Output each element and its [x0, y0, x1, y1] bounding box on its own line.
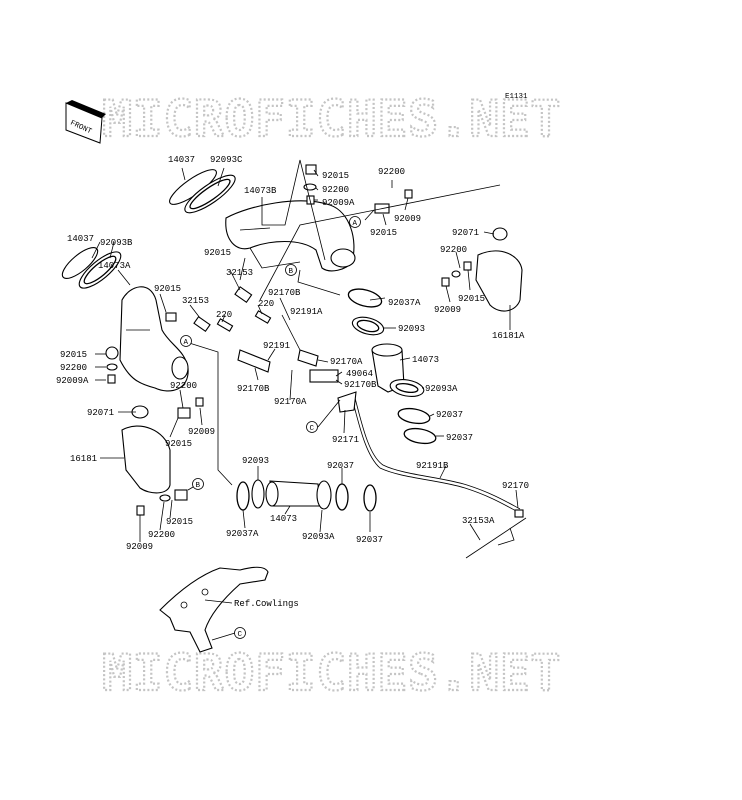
svg-text:A: A	[353, 220, 358, 228]
part-label: 14073B	[244, 186, 277, 196]
part-label: 92200	[170, 381, 197, 391]
svg-text:C: C	[310, 425, 315, 433]
part-label: 92009	[394, 214, 421, 224]
callout-A-top: A	[349, 216, 361, 228]
part-label: 92171	[332, 435, 359, 445]
part-label: 92015	[60, 350, 87, 360]
part-label: 92015	[165, 439, 192, 449]
right-clamp-stack	[347, 288, 437, 445]
svg-text:B: B	[289, 268, 294, 276]
part-label: 92037A	[226, 529, 259, 539]
part-label: 16181A	[492, 331, 525, 341]
callout-A-left: A	[180, 335, 192, 347]
part-label: 92009	[434, 305, 461, 315]
part-label: 49064	[346, 369, 373, 379]
part-label: 14073A	[98, 261, 131, 271]
part-label: 92015	[322, 171, 349, 181]
part-label: 92071	[452, 228, 479, 238]
callout-C-bottom: C	[234, 627, 246, 639]
part-label: 92037	[436, 410, 463, 420]
part-label: 92191B	[416, 461, 449, 471]
callout-B-left: B	[192, 478, 204, 490]
part-label: 92093B	[100, 238, 133, 248]
part-label: 92015	[166, 517, 193, 527]
part-label: 16181	[70, 454, 97, 464]
reservoir-16181	[121, 405, 171, 494]
part-label: 92200	[322, 185, 349, 195]
part-label: 92037	[327, 461, 354, 471]
part-label: 14073	[412, 355, 439, 365]
part-label: 92009A	[322, 198, 355, 208]
part-label: 32153	[226, 268, 253, 278]
part-label: 92200	[148, 530, 175, 540]
part-label: 92015	[370, 228, 397, 238]
callout-C-mid: C	[306, 421, 318, 433]
part-label: 92093A	[425, 384, 458, 394]
callout-B-top: B	[285, 264, 297, 276]
ref-note: Ref.Cowlings	[234, 599, 299, 609]
leader-lines	[91, 159, 519, 641]
part-label: 92170B	[268, 288, 301, 298]
svg-text:C: C	[238, 631, 243, 639]
diagram-code: E1131	[505, 93, 528, 101]
svg-text:B: B	[196, 482, 201, 490]
bottom-boot-stack	[236, 479, 377, 512]
part-label: 92037	[356, 535, 383, 545]
part-label: 92009	[188, 427, 215, 437]
part-label: 92071	[87, 408, 114, 418]
part-label: 220	[258, 299, 274, 309]
part-label: 92037	[446, 433, 473, 443]
part-label: 92093	[398, 324, 425, 334]
part-label: 92200	[440, 245, 467, 255]
part-label: 92093	[242, 456, 269, 466]
part-label: 92015	[204, 248, 231, 258]
part-label: 92170B	[344, 380, 377, 390]
part-label: 92170A	[330, 357, 363, 367]
part-label: 92200	[378, 167, 405, 177]
part-label: 92191A	[290, 307, 323, 317]
part-label: 14037	[168, 155, 195, 165]
svg-text:A: A	[184, 339, 189, 347]
part-label: 92170	[502, 481, 529, 491]
part-label: 32153A	[462, 516, 495, 526]
part-label: 92191	[263, 341, 290, 351]
part-label: 220	[216, 310, 232, 320]
part-label: 14037	[67, 234, 94, 244]
intake-duct-14073A	[119, 286, 189, 392]
part-label: 92170B	[237, 384, 270, 394]
part-labels: 14037 92093C 14073B 92015 92200 92009A 9…	[56, 155, 529, 609]
watermark-top: MICROFICHES.NET	[102, 90, 561, 148]
part-label: 32153	[182, 296, 209, 306]
intake-duct-14073B	[225, 200, 356, 272]
part-label: 92015	[154, 284, 181, 294]
cowling-bracket	[159, 566, 269, 653]
rod-32153A	[465, 517, 527, 559]
part-label: 92093A	[302, 532, 335, 542]
part-label: 92093C	[210, 155, 243, 165]
watermark-bottom: MICROFICHES.NET	[102, 644, 561, 702]
hose-92191B	[351, 397, 521, 513]
air-filter-top	[169, 169, 236, 214]
part-label: 92009A	[56, 376, 89, 386]
part-label: 92170A	[274, 397, 307, 407]
hardware-small-parts	[105, 164, 524, 518]
front-arrow-icon: FRONT	[65, 100, 106, 144]
part-label: 92037A	[388, 298, 421, 308]
part-label: 92200	[60, 363, 87, 373]
part-label: 92015	[458, 294, 485, 304]
part-label: 14073	[270, 514, 297, 524]
part-label: 92009	[126, 542, 153, 552]
